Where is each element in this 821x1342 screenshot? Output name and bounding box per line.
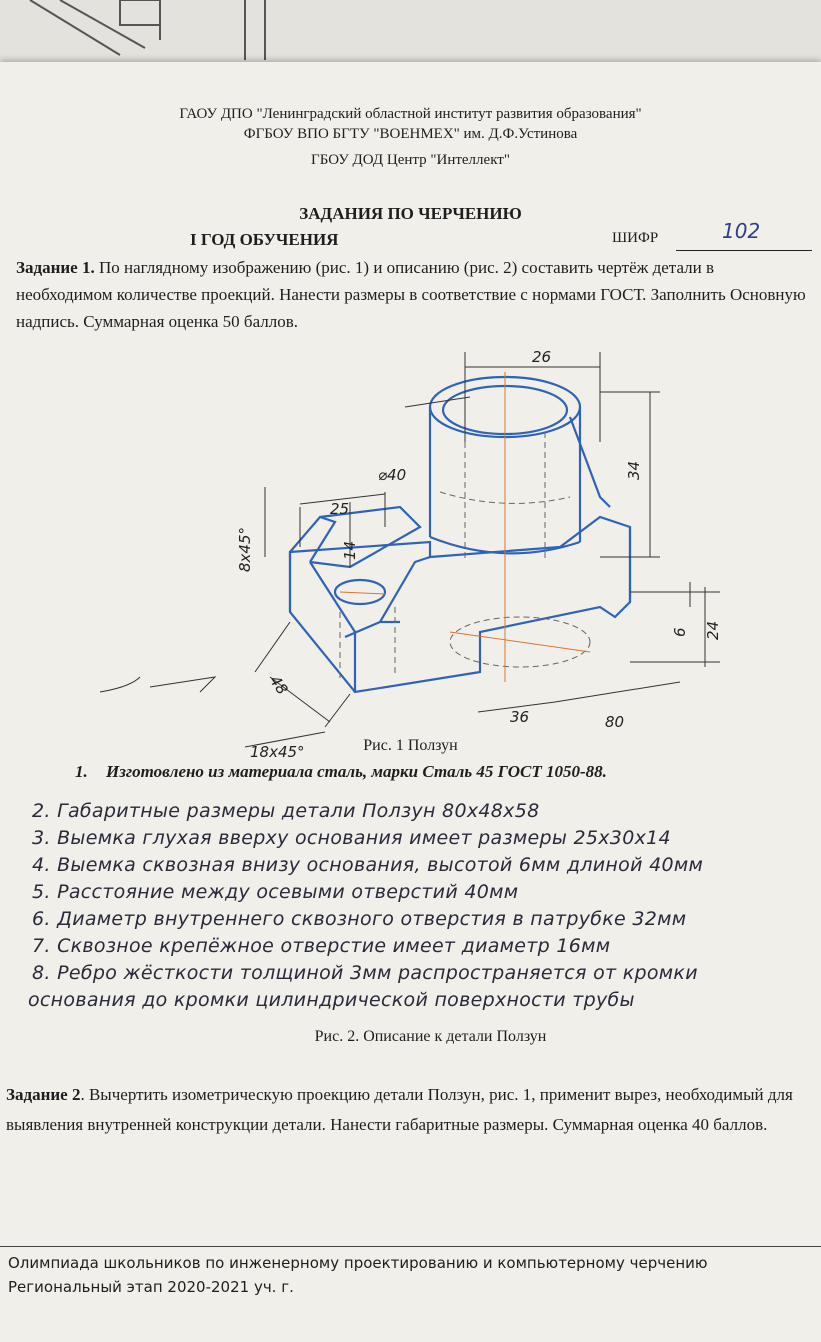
- underlying-sketch: [0, 0, 266, 96]
- axis-lines: [339, 372, 591, 682]
- dim-48: 48: [266, 672, 292, 698]
- task-2-label: Задание 2: [6, 1085, 81, 1104]
- hidden-lines: [339, 432, 591, 682]
- task-2: Задание 2. Вычертить изометрическую прое…: [6, 1080, 806, 1140]
- description-item: 2. Габаритные размеры детали Ползун 80x4…: [32, 800, 540, 822]
- header-line-2: ФГБОУ ВПО БГТУ "ВОЕНМЕХ" им. Д.Ф.Устинов…: [243, 126, 578, 142]
- dim-80: 80: [605, 713, 624, 731]
- dim-diameter-40: ⌀40: [378, 466, 406, 484]
- footer-line-2: Региональный этап 2020-2021 уч. г.: [8, 1278, 294, 1296]
- material-text: Изготовлено из материала сталь, марки Ст…: [106, 762, 607, 781]
- part-outline: [288, 375, 632, 694]
- dimension-lines: [99, 352, 720, 748]
- footer-divider: [0, 1246, 821, 1247]
- footer-line-1: Олимпиада школьников по инженерному прое…: [8, 1254, 708, 1272]
- description-item: 4. Выемка сквозная внизу основания, высо…: [32, 854, 704, 876]
- dim-chamfer-8x45: 8x45°: [236, 527, 254, 572]
- cipher-label: ШИФР: [612, 230, 659, 246]
- dim-34: 34: [625, 461, 643, 480]
- dim-chamfer-18x45: 18x45°: [250, 743, 305, 761]
- dim-6: 6: [671, 627, 689, 637]
- figure-2-caption: Рис. 2. Описание к детали Ползун: [314, 1028, 547, 1045]
- task-1-label: Задание 1.: [16, 258, 95, 277]
- page-title: ЗАДАНИЯ ПО ЧЕРЧЕНИЮ: [299, 204, 522, 223]
- dim-24: 24: [704, 621, 722, 640]
- figure-1-caption: Рис. 1 Ползун: [363, 737, 458, 754]
- cipher-value: 102: [722, 219, 761, 243]
- description-list: 2. Габаритные размеры детали Ползун 80x4…: [28, 800, 812, 1016]
- document-page: ГАОУ ДПО "Ленинградский областной инстит…: [0, 62, 821, 1342]
- description-item: 6. Диаметр внутреннего сквозного отверст…: [32, 908, 687, 930]
- header-line-3: ГБОУ ДОД Центр "Интеллект": [311, 152, 510, 168]
- description-item: 3. Выемка глухая вверху основания имеет …: [32, 827, 671, 849]
- cipher-line: [676, 242, 812, 251]
- header-line-1: ГАОУ ДПО "Ленинградский областной инстит…: [179, 106, 642, 122]
- description-item: основания до кромки цилиндрической повер…: [28, 989, 635, 1011]
- isometric-drawing: 26 ⌀40 25 14 34 8x45° 6 24 48 36 80 18x4…: [99, 348, 722, 761]
- dim-25: 25: [330, 500, 349, 518]
- dim-26: 26: [532, 348, 551, 366]
- material-line: 1. Изготовлено из материала сталь, марки…: [75, 762, 607, 782]
- task-1: Задание 1. По наглядному изображению (ри…: [16, 254, 806, 335]
- dim-36: 36: [510, 708, 529, 726]
- material-number: 1.: [75, 762, 88, 781]
- description-item: 7. Сквозное крепёжное отверстие имеет ди…: [32, 935, 611, 957]
- study-year: I ГОД ОБУЧЕНИЯ: [190, 230, 339, 249]
- description-item: 5. Расстояние между осевыми отверстий 40…: [32, 881, 519, 903]
- description-item: 8. Ребро жёсткости толщиной 3мм распрост…: [32, 962, 698, 984]
- task-1-text: По наглядному изображению (рис. 1) и опи…: [16, 258, 806, 331]
- task-2-text: . Вычертить изометрическую проекцию дета…: [6, 1085, 793, 1134]
- dim-14: 14: [341, 541, 359, 560]
